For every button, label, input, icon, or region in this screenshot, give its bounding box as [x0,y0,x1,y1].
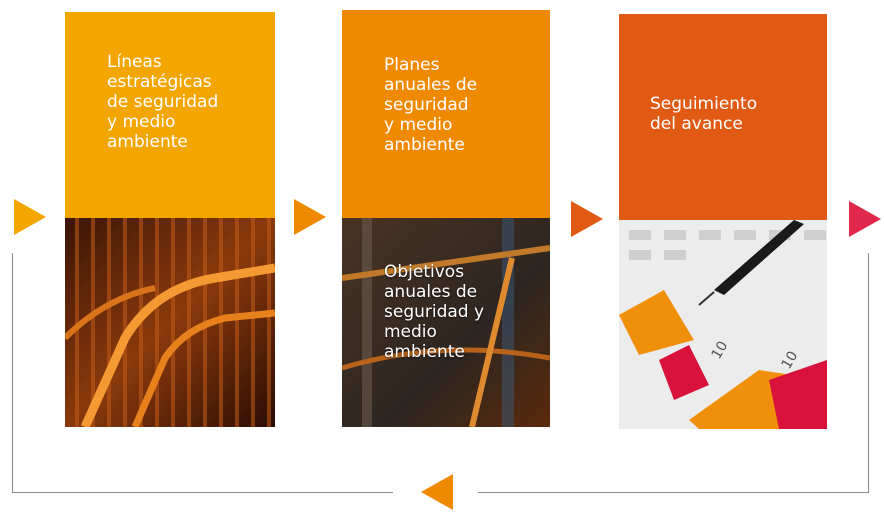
step-2-photo [342,218,550,427]
arrow-right-icon [294,199,326,235]
step-3-photo: 10 10 [619,220,827,429]
step-3-card: Seguimiento del avance 10 10 [619,14,827,429]
step-1-card: Líneas estratégicas de seguridad y medio… [65,12,275,427]
loop-line-left [12,253,13,492]
step-2-header: Planes anuales de seguridad y medio ambi… [342,10,550,218]
step-2-card: Planes anuales de seguridad y medio ambi… [342,10,550,427]
arrow-right-icon [14,199,46,235]
arrow-right-icon [849,201,881,237]
step-3-header: Seguimiento del avance [619,14,827,220]
loop-line-bottom-left [12,492,393,493]
step-1-header: Líneas estratégicas de seguridad y medio… [65,12,275,218]
arrow-right-icon [571,201,603,237]
arrow-left-icon [421,474,453,510]
step-1-label: Líneas estratégicas de seguridad y medio… [107,52,219,152]
step-2-photo-label: Objetivos anuales de seguridad y medio a… [384,262,485,362]
step-2-label: Planes anuales de seguridad y medio ambi… [384,55,478,155]
svg-text:10: 10 [779,349,802,372]
loop-line-right [868,253,869,492]
svg-text:10: 10 [709,339,732,362]
step-3-label: Seguimiento del avance [650,94,758,134]
step-1-photo [65,218,275,427]
loop-line-bottom-right [478,492,869,493]
